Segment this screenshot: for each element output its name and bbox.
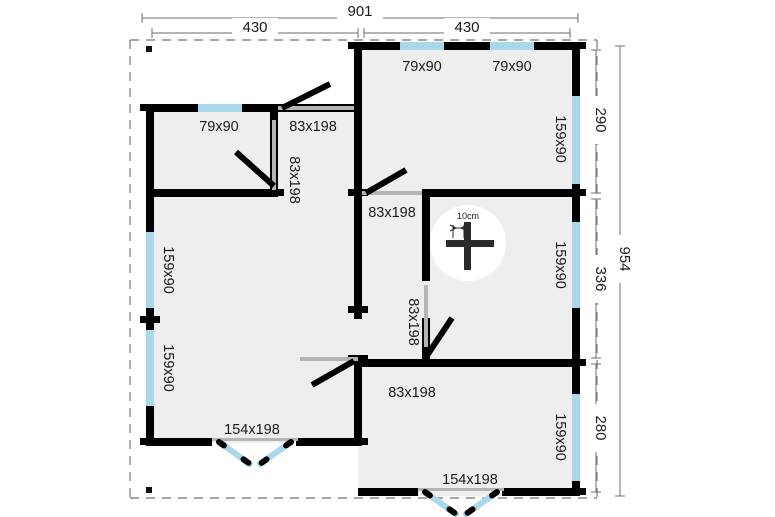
label-window-upper-left: 79x90	[199, 119, 239, 135]
window-right-bottom	[572, 390, 580, 485]
dimension-top-left: 430	[242, 19, 267, 36]
window-right-top	[572, 92, 580, 187]
right-dimension-labels: 954 290 336 280	[588, 96, 633, 452]
label-window-top-1: 79x90	[402, 59, 442, 75]
roof-corner-markers	[146, 46, 152, 493]
window-left-lower	[146, 325, 154, 410]
label-window-left-lower: 159x90	[160, 344, 176, 392]
label-door-vertical-mid: 83x198	[405, 298, 421, 346]
label-window-right-bottom: 159x90	[552, 413, 568, 461]
label-door-top-left: 83x198	[289, 119, 337, 135]
label-entry-door-bottom-left: 154x198	[224, 422, 280, 438]
window-top-1	[398, 42, 446, 50]
label-door-center: 83x198	[368, 205, 416, 221]
dimension-right-bottom: 280	[592, 415, 609, 440]
floor-fill-group	[150, 46, 576, 496]
door-center-83x198	[362, 167, 422, 196]
label-door-lower: 83x198	[388, 385, 436, 401]
door-vertical-mid-83x198	[423, 285, 455, 359]
window-left-upper	[146, 228, 154, 313]
door-top-left-83x198	[278, 81, 354, 111]
wall-post-markers	[140, 42, 586, 495]
windows-group	[146, 42, 580, 485]
window-right-middle	[572, 218, 580, 313]
label-window-right-middle: 159x90	[552, 241, 568, 289]
dimension-right-total: 954	[616, 246, 633, 271]
dimension-right-middle: 336	[592, 266, 609, 291]
entry-door-bottom-right-154x198	[418, 488, 504, 517]
label-entry-door-bottom-right: 154x198	[442, 472, 498, 488]
dimension-right-top: 290	[592, 107, 609, 132]
label-window-right-top: 159x90	[552, 115, 568, 163]
door-lower-83x198	[300, 357, 358, 388]
label-window-left-upper: 159x90	[160, 246, 176, 294]
dimension-top-total: 901	[347, 3, 372, 20]
dimension-top-right: 430	[454, 19, 479, 36]
label-window-top-2: 79x90	[492, 59, 532, 75]
top-dimension-labels: 901 430 430	[232, 2, 490, 36]
label-door-left-vertical: 83x198	[286, 156, 302, 204]
window-upper-left	[196, 104, 244, 112]
wall-thickness-label: 10cm	[457, 211, 479, 221]
opening-labels-group: 79x90 79x90 79x90 159x90 159x90 159x90 1…	[160, 59, 568, 488]
entry-door-bottom-left-154x198	[212, 438, 298, 467]
door-left-vertical-83x198	[233, 120, 277, 190]
window-top-2	[488, 42, 536, 50]
wall-thickness-callout: 10cm	[430, 205, 506, 281]
